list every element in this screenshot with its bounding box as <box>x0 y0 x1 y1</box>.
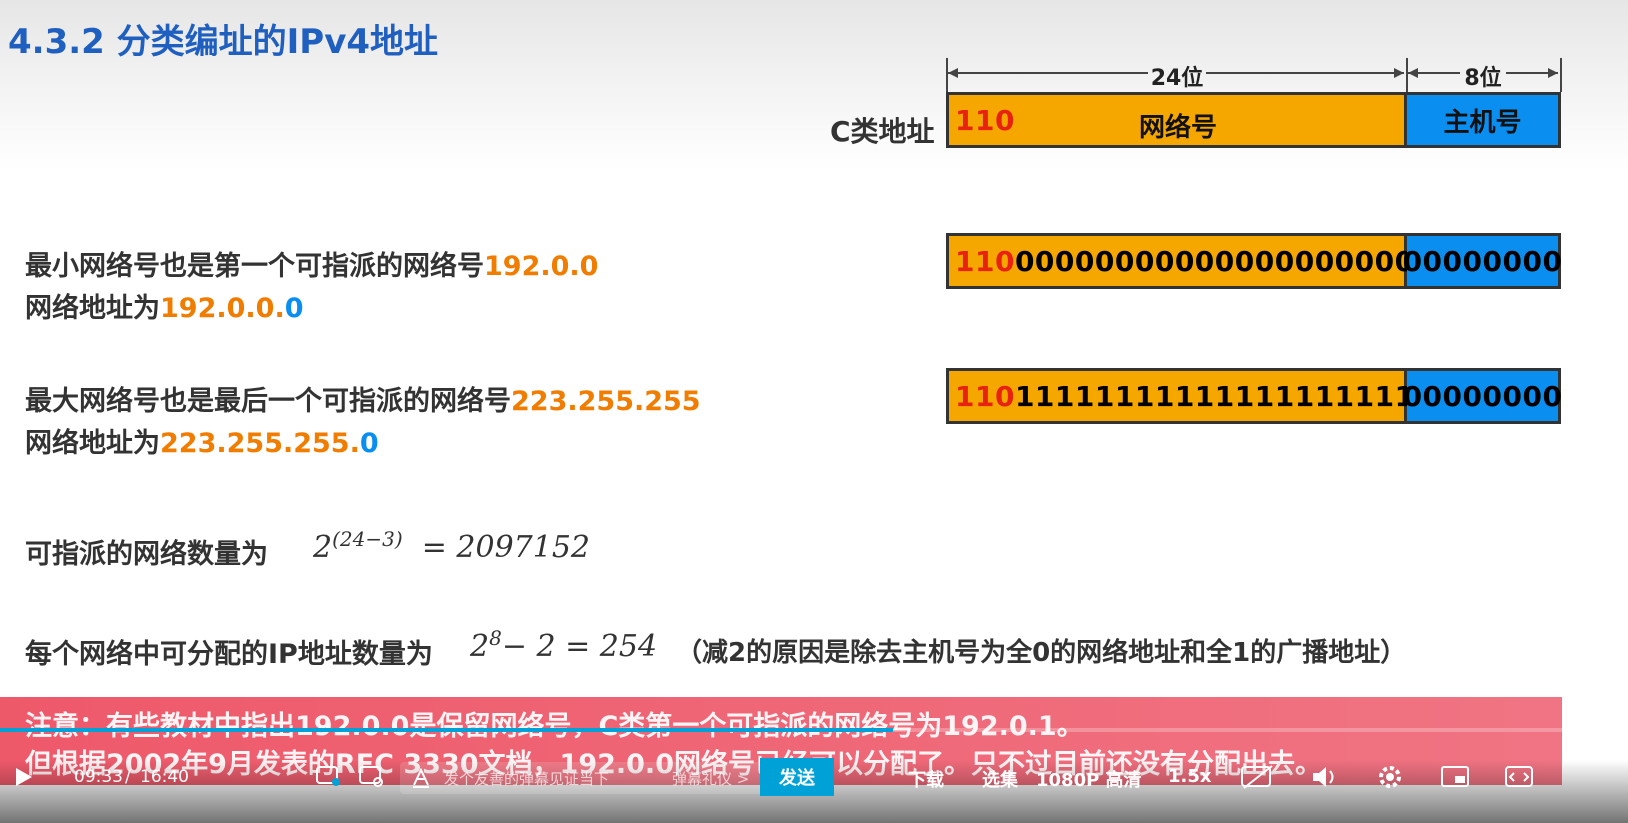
min-network-line: 最小网络号也是第一个可指派的网络号192.0.0 <box>25 244 598 283</box>
picture-in-picture-icon[interactable] <box>1440 764 1470 790</box>
network-count-label: 可指派的网络数量为 <box>25 539 268 570</box>
bits24-label: 24位 <box>1150 66 1204 91</box>
hosts-exponent: 8 <box>489 626 502 650</box>
play-icon[interactable] <box>12 766 34 788</box>
min-host-bar: 00000000 <box>1403 233 1562 289</box>
quality-button[interactable]: 1080P 高清 <box>1036 770 1142 791</box>
max-network-value: 223.255.255 <box>511 386 701 417</box>
max-address-text: 网络地址为 <box>25 428 160 459</box>
max-address-net: 223.255.255. <box>160 428 360 459</box>
speed-button[interactable]: 1.5x <box>1168 766 1212 787</box>
min-address-line: 网络地址为192.0.0.0 <box>25 286 304 325</box>
dim-tick-left <box>946 58 948 92</box>
note-line-1: 注意：有些教材中指出192.0.0是保留网络号，C类第一个可指派的网络号为192… <box>25 711 1084 742</box>
danmaku-input[interactable] <box>400 762 760 794</box>
min-network-bits: 000000000000000000000 <box>1014 244 1435 278</box>
send-button[interactable]: 发送 <box>760 758 834 796</box>
min-address-net: 192.0.0. <box>160 293 285 324</box>
host-count-formula: 28− 2 = 254 <box>470 626 657 664</box>
time-current: 09:33 <box>74 767 123 787</box>
subtitle-icon[interactable] <box>1240 764 1274 790</box>
hosts-base: 2 <box>470 629 490 664</box>
host-count-reason: （减2的原因是除去主机号为全0的网络地址和全1的广播地址） <box>676 638 1407 668</box>
progress-fill <box>0 728 894 732</box>
hosts-rest: − 2 = 254 <box>501 629 658 664</box>
widescreen-icon[interactable] <box>1504 764 1534 790</box>
episodes-button[interactable]: 选集 <box>982 770 1018 791</box>
format-network-bar: 110 网络号 <box>946 92 1407 148</box>
count-exponent: (24−3) <box>332 527 403 551</box>
max-network-text: 最大网络号也是最后一个可指派的网络号 <box>25 386 511 417</box>
count-result: = 2097152 <box>421 530 590 565</box>
max-host-bar: 00000000 <box>1403 368 1562 424</box>
danmaku-placeholder: 发个友善的弹幕见证当下 <box>444 770 610 788</box>
class-c-label: C类地址 <box>830 115 935 148</box>
progress-bar[interactable] <box>0 728 1562 732</box>
arrow-right-icon <box>1394 68 1404 78</box>
host-count-label: 每个网络中可分配的IP地址数量为 <box>25 639 433 670</box>
dim-tick-right <box>1560 58 1562 92</box>
danmaku-etiquette-link[interactable]: 弹幕礼仪 > <box>672 770 750 788</box>
format-prefix: 110 <box>955 103 1015 137</box>
max-prefix: 110 <box>955 379 1015 413</box>
max-network-bits: 111111111111111111111 <box>1014 379 1435 413</box>
volume-icon[interactable] <box>1310 764 1340 790</box>
min-prefix: 110 <box>955 244 1015 278</box>
min-network-bar: 110 000000000000000000000 <box>946 233 1434 289</box>
min-network-value: 192.0.0 <box>484 251 599 282</box>
dim-line-8-left <box>1408 72 1460 74</box>
download-button[interactable]: 下载 <box>908 770 944 791</box>
text-style-icon[interactable] <box>410 767 432 789</box>
dim-line-8-right <box>1506 72 1558 74</box>
arrow-left-icon <box>1408 68 1418 78</box>
page-title: 4.3.2 分类编址的IPv4地址 <box>8 22 439 62</box>
max-network-bar: 110 111111111111111111111 <box>946 368 1434 424</box>
arrow-left-icon <box>948 68 958 78</box>
max-address-host: 0 <box>359 428 379 459</box>
dim-tick-mid <box>1406 58 1408 92</box>
danmaku-toggle-icon[interactable] <box>315 764 341 788</box>
count-base: 2 <box>313 530 333 565</box>
time-separator: / <box>125 767 131 787</box>
settings-gear-icon[interactable] <box>1376 763 1404 791</box>
network-count-formula: 2(24−3) = 2097152 <box>313 527 590 565</box>
min-address-text: 网络地址为 <box>25 293 160 324</box>
danmaku-settings-icon[interactable] <box>358 764 384 788</box>
min-network-text: 最小网络号也是第一个可指派的网络号 <box>25 251 484 282</box>
min-host-bits: 00000000 <box>1402 244 1563 278</box>
bits8-label: 8位 <box>1464 66 1502 91</box>
max-address-line: 网络地址为223.255.255.0 <box>25 421 379 460</box>
time-total: 16:40 <box>140 767 189 787</box>
min-address-host: 0 <box>284 293 304 324</box>
format-host-bar: 主机号 <box>1407 92 1561 148</box>
dim-line-24-left <box>948 72 1148 74</box>
max-host-bits: 00000000 <box>1402 379 1563 413</box>
arrow-right-icon <box>1548 68 1558 78</box>
max-network-line: 最大网络号也是最后一个可指派的网络号223.255.255 <box>25 379 701 418</box>
format-host-label: 主机号 <box>1443 107 1522 138</box>
dim-line-24-right <box>1206 72 1404 74</box>
format-network-label: 网络号 <box>1139 113 1218 143</box>
